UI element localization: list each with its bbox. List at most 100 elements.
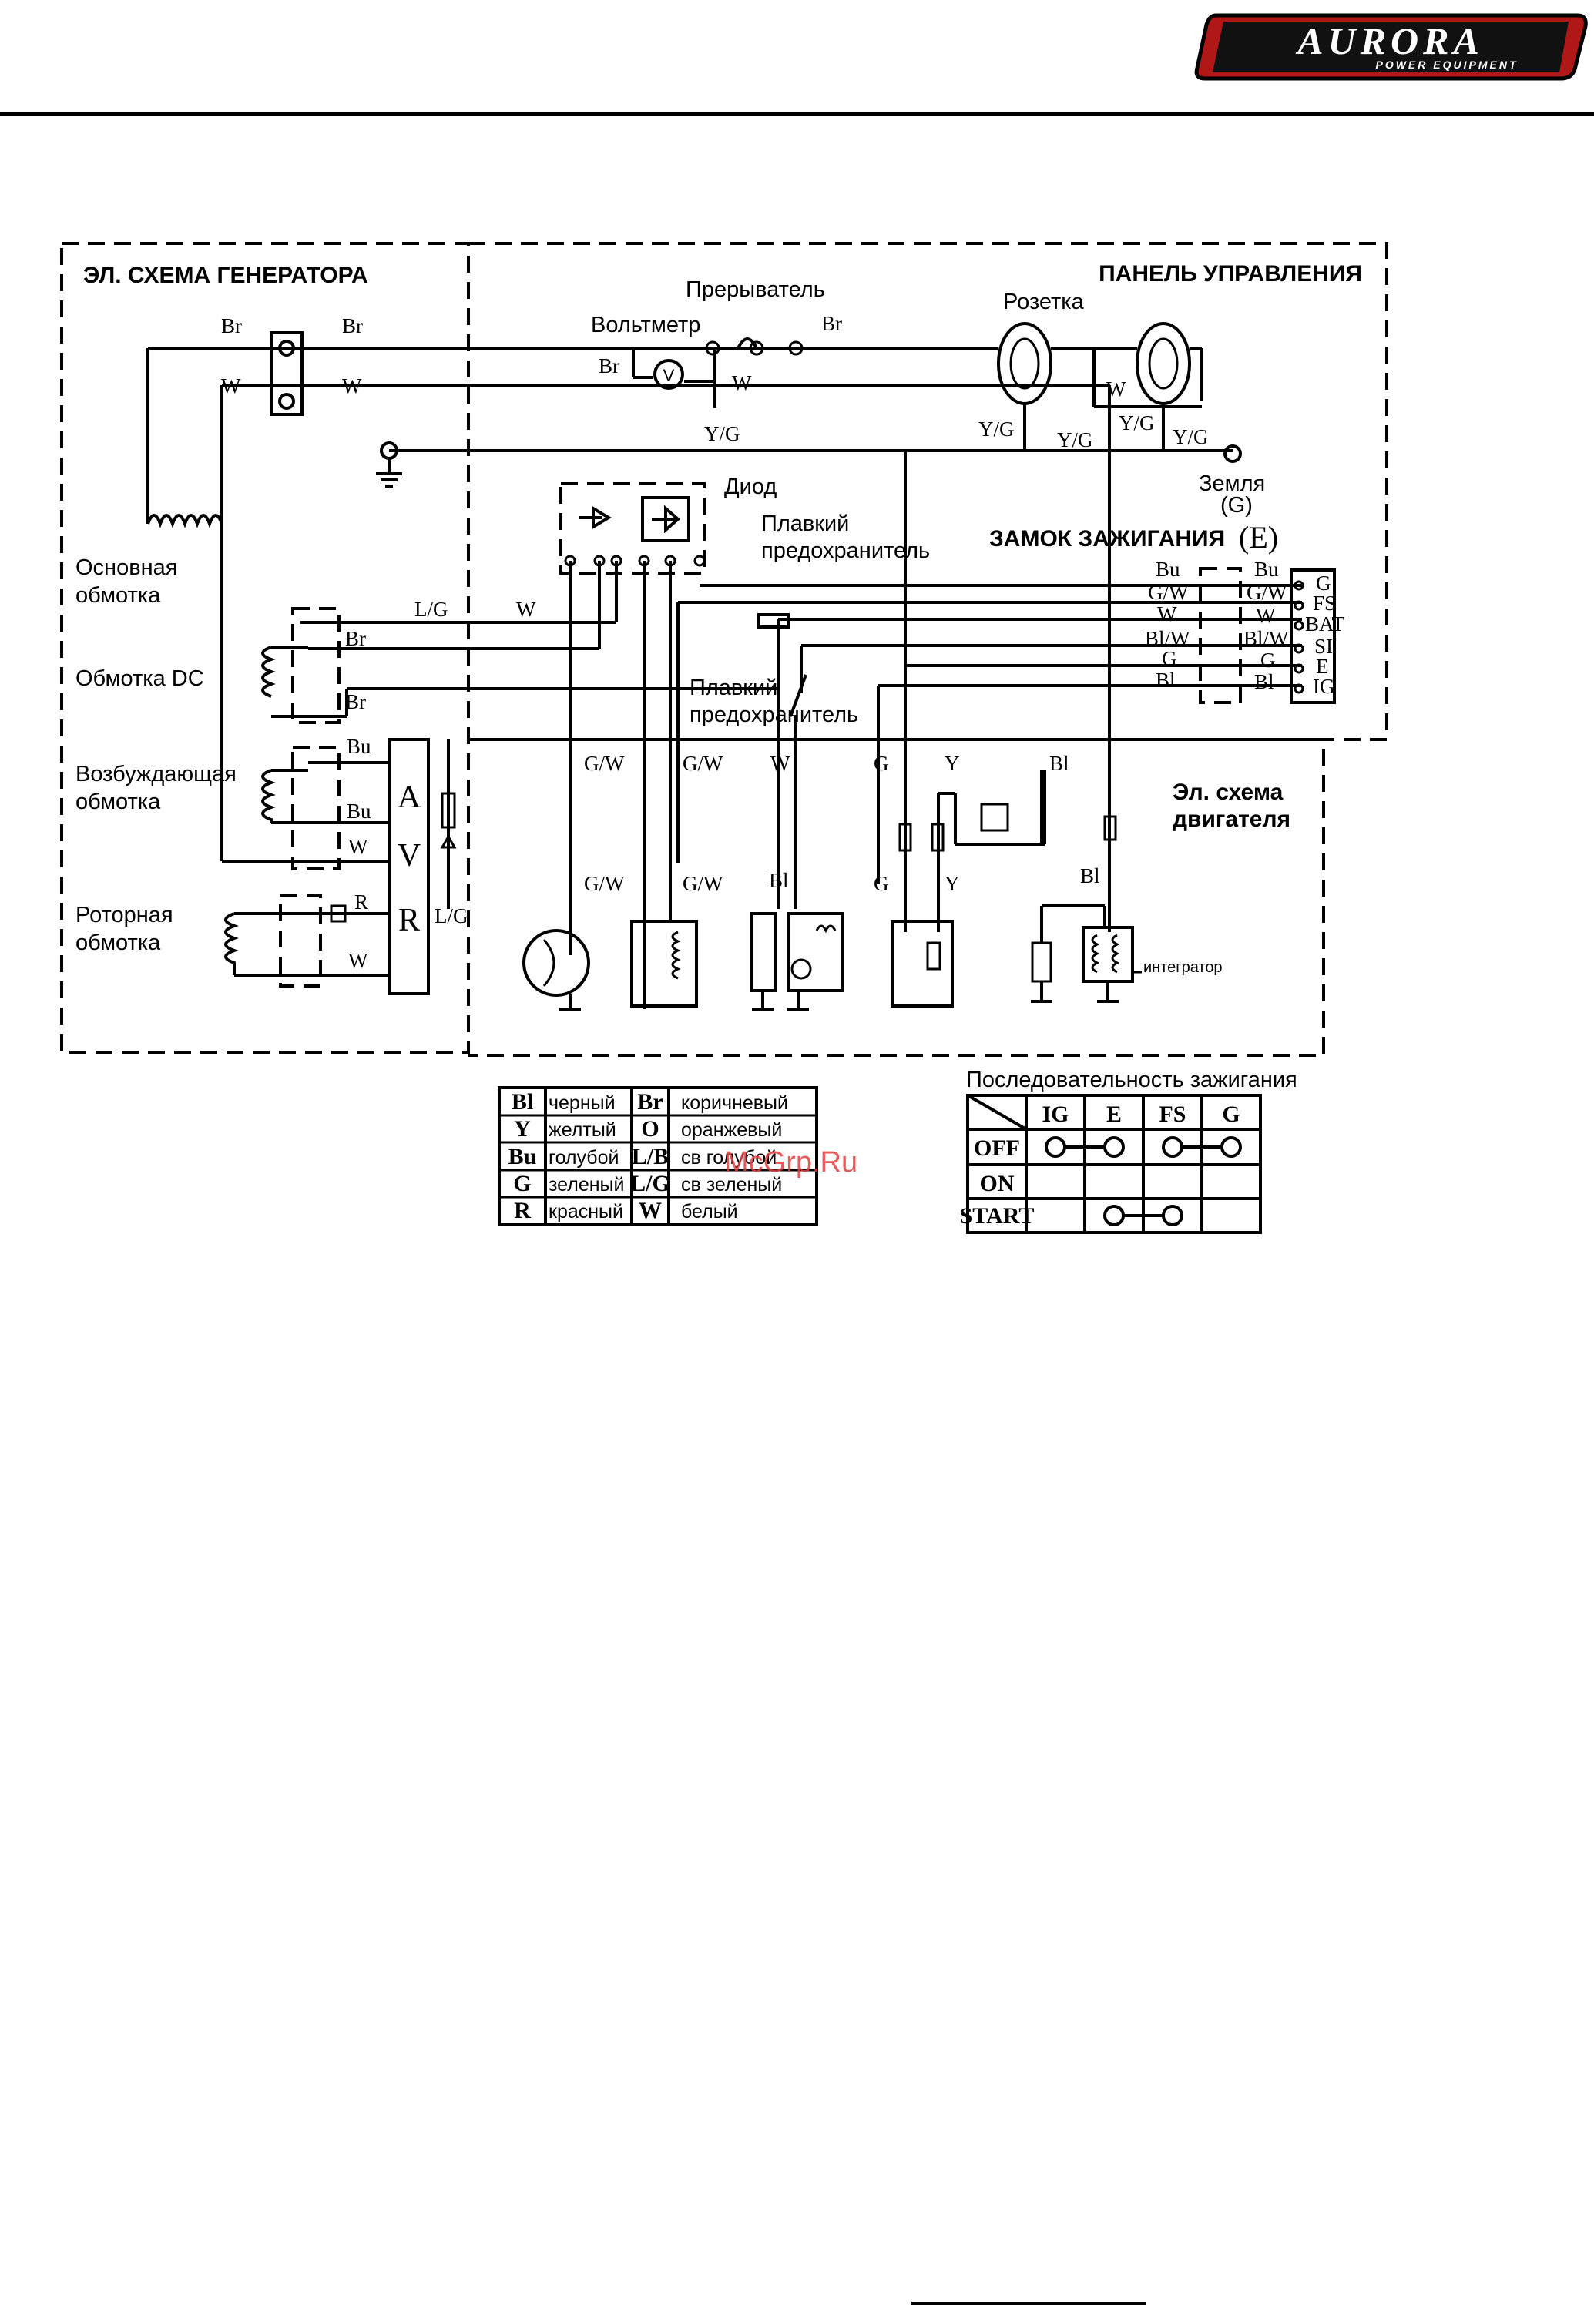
avr-box <box>388 738 430 995</box>
wire-label-yg-5: Y/G <box>1173 425 1209 448</box>
wire-label-lg-1: L/G <box>414 598 448 621</box>
legend-code: R <box>514 1198 531 1223</box>
generator-frame <box>60 242 470 1054</box>
rotor-winding-block <box>279 894 322 988</box>
wire-label-yg-1: Y/G <box>704 422 740 445</box>
legend-color: красный <box>549 1201 623 1222</box>
wire-label-blw-2: Bl/W <box>1243 627 1289 650</box>
wire-label-bu-2: Bu <box>347 800 371 823</box>
wire-label-gw-1: G/W <box>1148 581 1189 604</box>
excitation-winding-block <box>291 746 341 870</box>
wire-label-gw-5: G/W <box>584 872 625 895</box>
oil-sensor-symbol <box>891 920 954 1008</box>
voltmeter-symbol-letter: V <box>663 366 675 385</box>
main-winding-label-line2: обмотка <box>76 583 161 608</box>
legend-color: коричневый <box>681 1092 788 1114</box>
ignition-switch-wiring <box>676 567 1336 909</box>
legend-color: св голубой <box>681 1147 777 1169</box>
engine-title-line2: двигателя <box>1173 807 1290 832</box>
legend-code: Y <box>514 1116 531 1142</box>
legend-code: L/B <box>632 1144 669 1169</box>
legend-code: Bl <box>512 1089 533 1115</box>
legend-color: желтый <box>549 1119 616 1141</box>
generator-title: ЭЛ. СХЕМА ГЕНЕРАТОРА <box>83 263 368 288</box>
rotor-winding-label-line2: обмотка <box>76 931 161 955</box>
wire-label-bl-2: Bl <box>1254 670 1274 693</box>
watermark: McGrp.Ru <box>724 1146 857 1179</box>
switch-terminal-bat: BAT <box>1305 612 1345 635</box>
legend-code: G <box>513 1171 531 1196</box>
legend-code: Br <box>637 1089 663 1115</box>
wire-label-w-7: W <box>348 949 368 972</box>
color-legend <box>498 1086 818 1226</box>
sequence-column-g: G <box>1222 1102 1240 1127</box>
wire-label-bl-5: Bl <box>1080 864 1100 887</box>
ground-label: Земля <box>1199 471 1265 496</box>
legend-color: голубой <box>549 1147 619 1169</box>
generator-wiring: V <box>146 322 1242 1009</box>
starter-relay-symbol <box>787 912 844 992</box>
switch-terminal-fs: FS <box>1313 592 1336 615</box>
ignition-sequence-title: Последовательность зажигания <box>966 1068 1297 1092</box>
wire-label-r-1: R <box>354 890 368 914</box>
footer-line <box>911 2302 1146 2305</box>
sequence-contact <box>1220 1136 1242 1158</box>
starter-motor-symbol <box>522 929 590 997</box>
sequence-row-start: START <box>960 1203 1035 1229</box>
wire-label-w-6: W <box>348 835 368 858</box>
legend-code: W <box>639 1198 662 1223</box>
engine-title-line1: Эл. схема <box>1173 780 1284 805</box>
sequence-column-ig: IG <box>1042 1102 1069 1127</box>
sequence-contact <box>1162 1136 1183 1158</box>
legend-code: Bu <box>508 1144 537 1169</box>
sequence-contact <box>1162 1205 1183 1226</box>
ground-terminal <box>1223 444 1242 463</box>
dc-winding-label: Обмотка DC <box>76 666 204 691</box>
excitation-winding-label-line1: Возбуждающая <box>76 762 237 786</box>
legend-code: O <box>641 1116 659 1142</box>
wire-label-w-2: W <box>342 374 362 397</box>
wire-label-bu-4: Bu <box>1254 558 1279 581</box>
socket-2-symbol <box>1136 322 1191 405</box>
integrator-label: интегратор <box>1143 959 1223 976</box>
control-panel-title: ПАНЕЛЬ УПРАВЛЕНИЯ <box>1099 261 1362 287</box>
wire-label-br-2: Br <box>342 314 363 337</box>
socket-label: Розетка <box>1003 290 1085 314</box>
wire-label-w-3: W <box>732 371 752 394</box>
wire-label-bu-1: Bu <box>347 735 371 758</box>
rotor-winding-label-line1: Роторная <box>76 903 173 927</box>
wire-label-g-4: G <box>874 872 889 895</box>
legend-color: черный <box>549 1092 616 1114</box>
brand-tagline: POWER EQUIPMENT <box>1375 59 1518 71</box>
sequence-row-off: OFF <box>974 1135 1020 1161</box>
wire-label-w-9: W <box>1256 604 1276 627</box>
main-winding-label-line1: Основная <box>76 555 177 580</box>
fuse1-symbol <box>757 613 790 629</box>
breaker-symbol <box>737 337 758 349</box>
voltmeter-label: Вольтметр <box>591 313 700 337</box>
ignition-sequence-headers: IG E FS G OFF ON START <box>960 1102 1240 1229</box>
wire-label-yg-2: Y/G <box>978 418 1015 441</box>
wire-label-bl-4: Bl <box>769 869 789 892</box>
voltmeter-symbol <box>653 359 684 390</box>
legend-color: оранжевый <box>681 1119 782 1141</box>
wire-label-g-1: G <box>1162 647 1177 670</box>
socket-1-symbol <box>997 322 1052 405</box>
engine-wiring <box>522 385 1142 1011</box>
wire-label-w-8: W <box>1157 602 1177 625</box>
avr-letter-r: R <box>398 903 420 938</box>
brand-name: AURORA <box>1295 19 1484 62</box>
wire-label-y-1: Y <box>945 752 960 775</box>
wire-label-bu-3: Bu <box>1156 558 1180 581</box>
diode-label: Диод <box>724 475 777 499</box>
fuse1-label-line2: предохранитель <box>761 538 930 563</box>
battery-symbol <box>750 912 777 992</box>
wire-label-w-5: W <box>516 598 536 621</box>
wire-label-blw-1: Bl/W <box>1145 627 1190 650</box>
sequence-contact <box>1103 1205 1125 1226</box>
wire-label-y-2: Y <box>945 872 960 895</box>
sequence-contact <box>1103 1136 1125 1158</box>
ignition-sequence-connections <box>1045 1136 1242 1226</box>
legend-color: св зеленый <box>681 1174 782 1196</box>
wire-label-g-3: G <box>874 752 889 775</box>
